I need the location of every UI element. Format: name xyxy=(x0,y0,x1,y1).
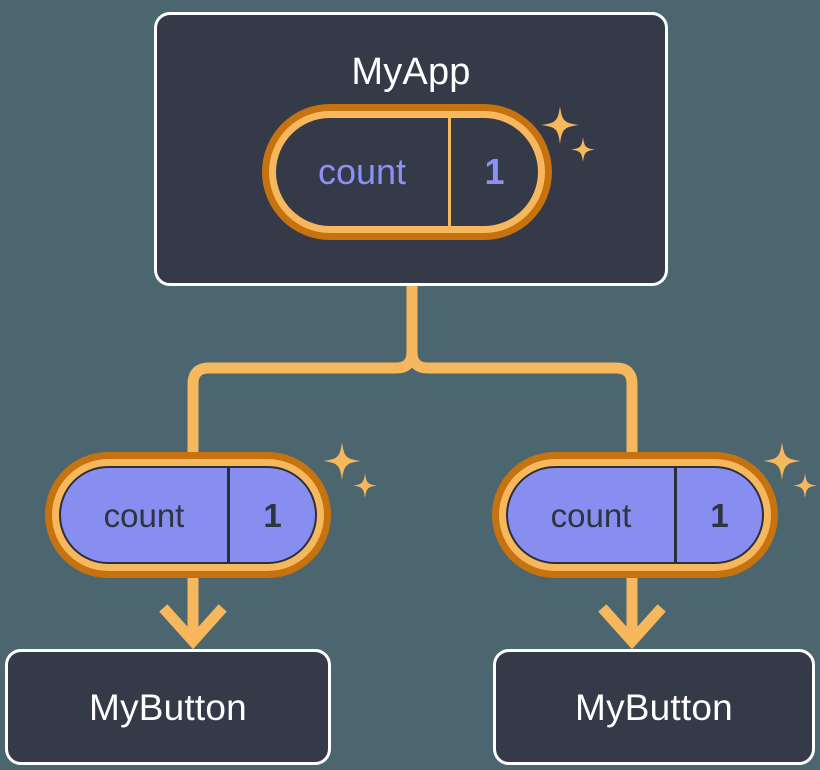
sparkle-four-point-small-icon xyxy=(353,473,377,498)
mybutton-label: MyButton xyxy=(575,686,733,728)
state-pill-myapp[interactable]: count 1 xyxy=(262,104,552,240)
mybutton-label: MyButton xyxy=(89,686,247,728)
state-pill-ring: count 1 xyxy=(499,459,771,571)
state-pill-core: count 1 xyxy=(506,466,764,564)
page-title: MyApp xyxy=(351,51,471,93)
state-value-label: 1 xyxy=(263,496,282,534)
arrow-down-icon xyxy=(598,578,666,650)
state-value-label: 1 xyxy=(710,496,729,534)
state-pill-ring: count 1 xyxy=(269,111,545,233)
state-pill-ring: count 1 xyxy=(52,459,324,571)
tree-branch-connector-icon xyxy=(187,286,638,452)
state-value-label: 1 xyxy=(484,151,505,192)
sparkle-four-point-icon xyxy=(323,442,361,480)
state-pill-core: count 1 xyxy=(59,466,317,564)
mybutton-card-right[interactable]: MyButton xyxy=(493,649,815,765)
state-key-label: count xyxy=(508,468,677,562)
state-pill-core: count 1 xyxy=(276,118,538,226)
mybutton-card-left[interactable]: MyButton xyxy=(5,649,331,765)
sparkle-four-point-small-icon xyxy=(793,473,817,498)
state-key-label: count xyxy=(61,468,230,562)
arrow-down-icon xyxy=(159,578,227,650)
state-key-label: count xyxy=(276,118,451,226)
sparkle-four-point-icon xyxy=(763,442,801,480)
state-pill-child-right[interactable]: count 1 xyxy=(492,452,778,578)
state-pill-child-left[interactable]: count 1 xyxy=(45,452,331,578)
